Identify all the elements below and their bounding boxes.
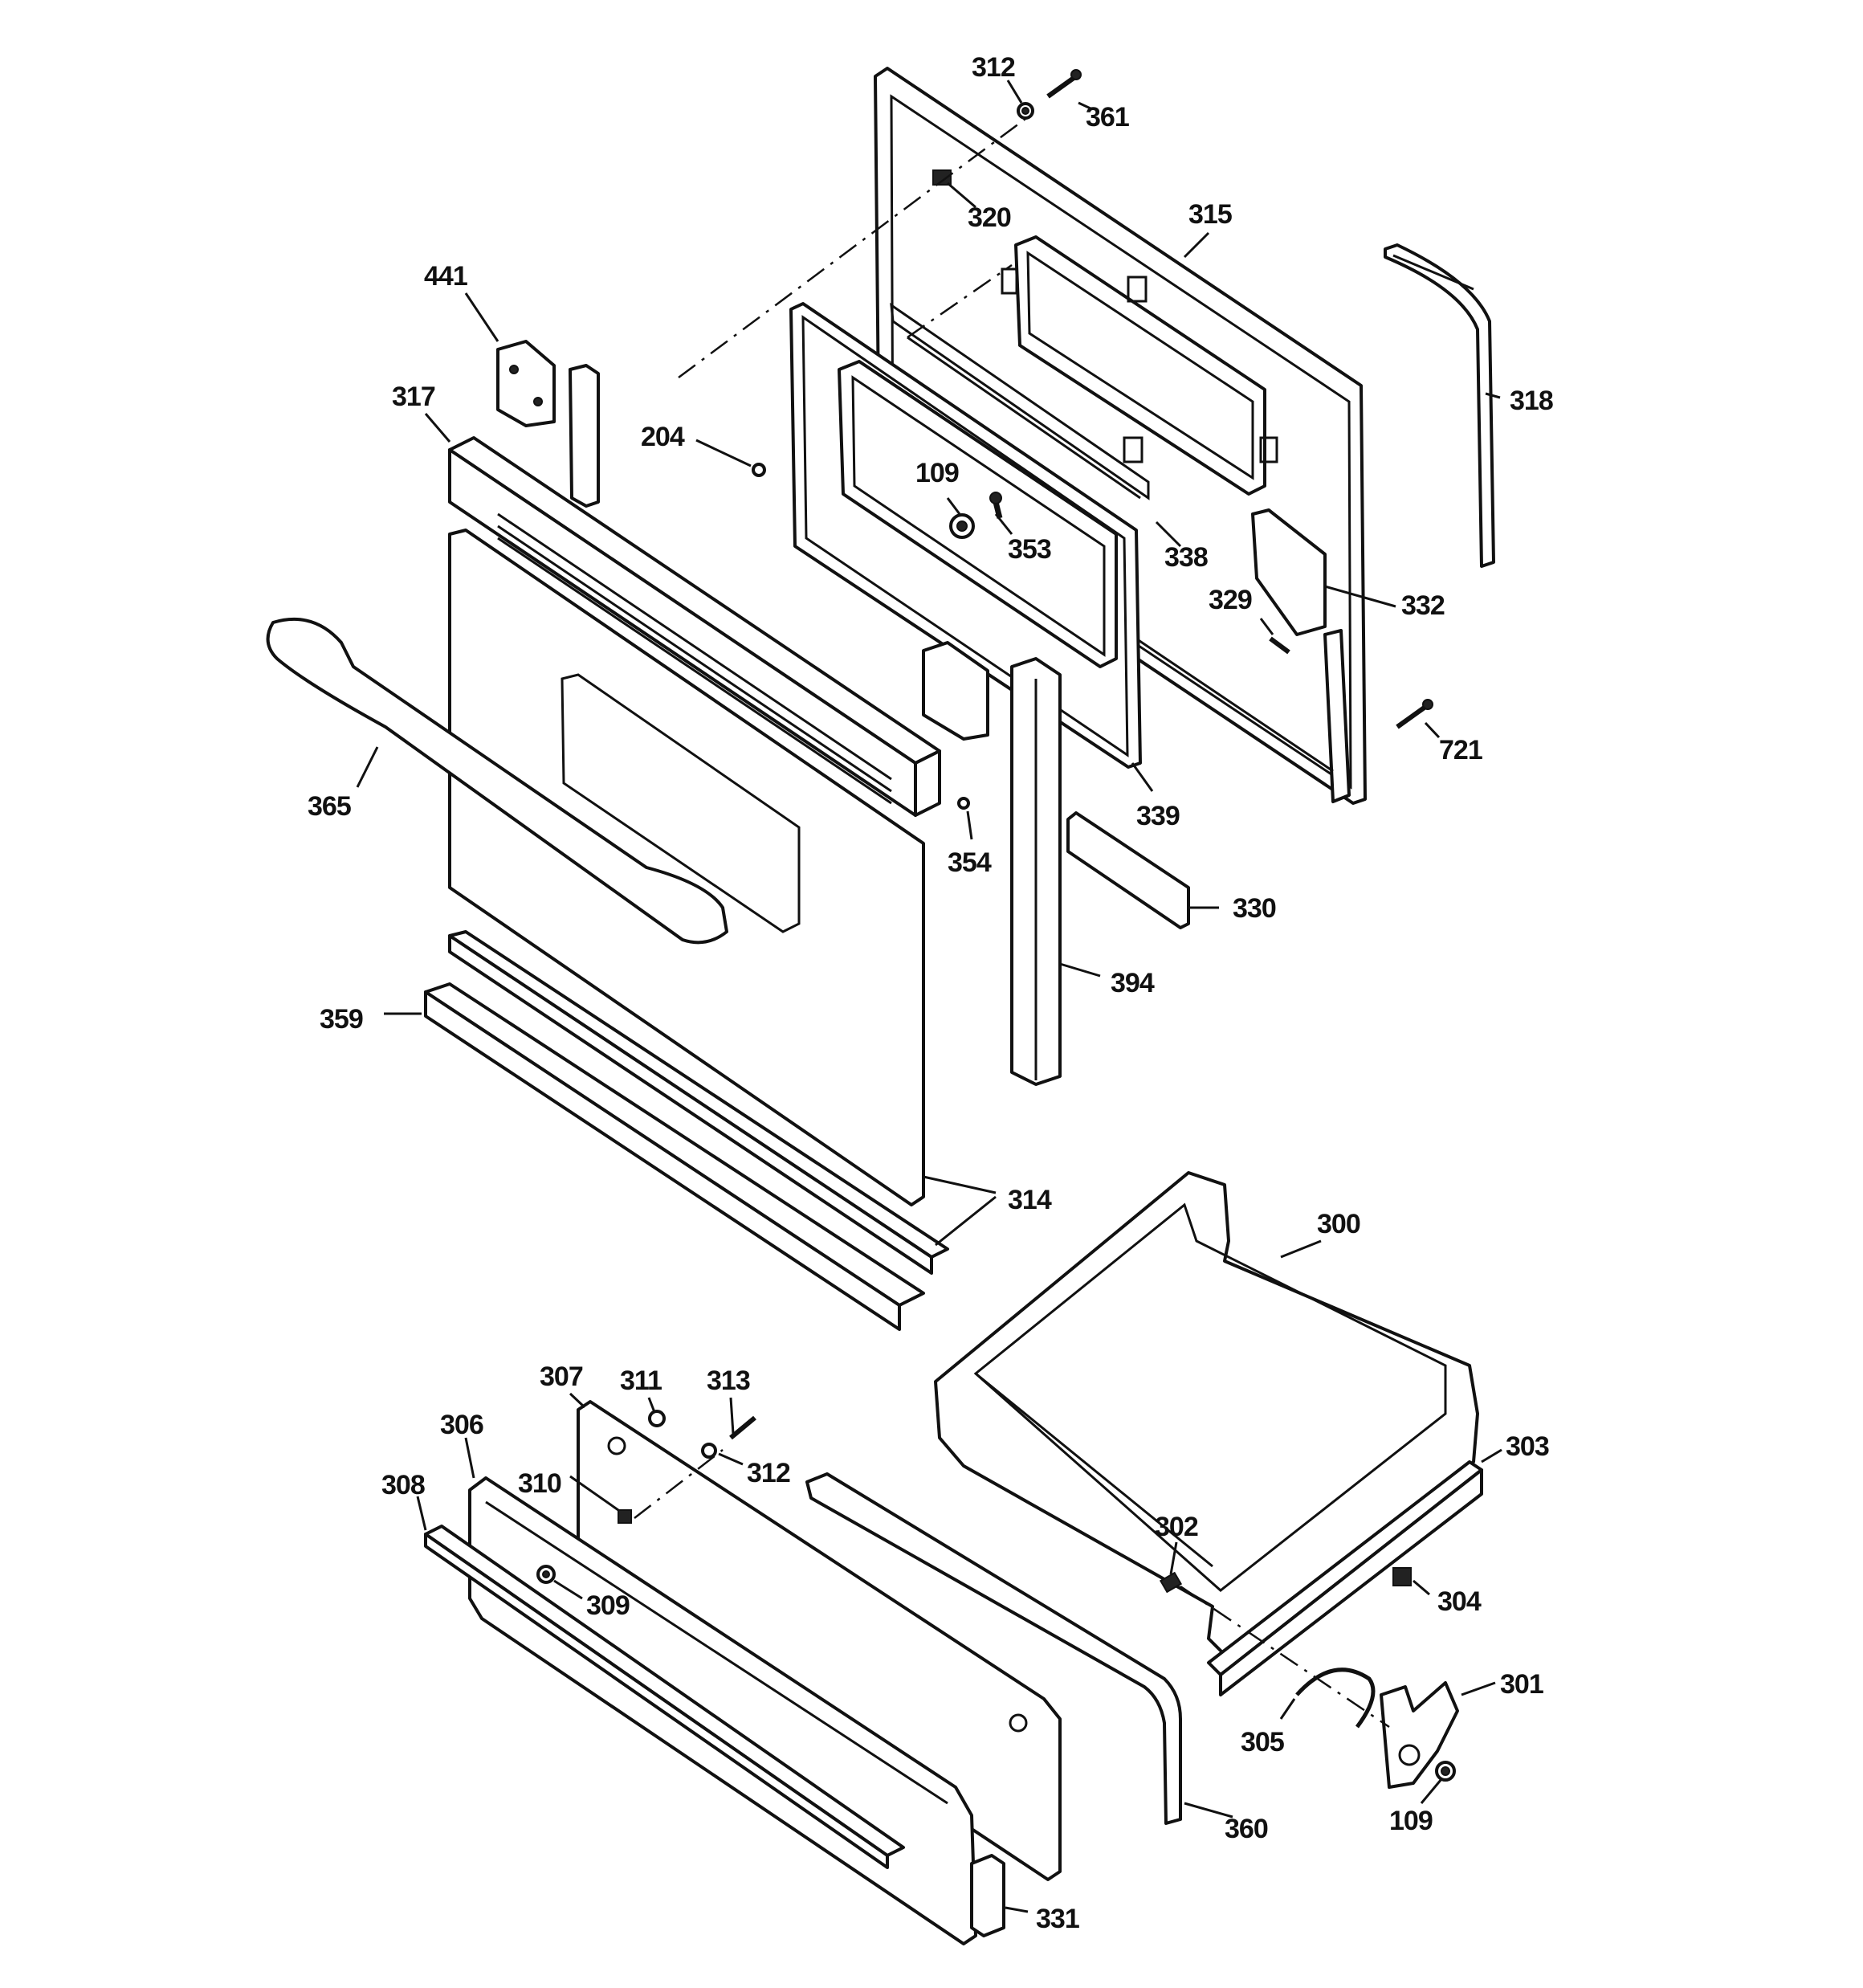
centerline bbox=[1180, 1585, 1390, 1729]
grommet-309 bbox=[536, 1565, 556, 1584]
side-trim-394 bbox=[1010, 657, 1062, 1086]
drawer-body-300 bbox=[934, 1171, 1479, 1656]
callout-311: 311 bbox=[620, 1365, 662, 1396]
callout-320: 320 bbox=[968, 202, 1011, 233]
vent-strip bbox=[569, 364, 600, 508]
callout-313: 313 bbox=[707, 1365, 750, 1396]
callout-300: 300 bbox=[1317, 1209, 1360, 1239]
screw-329 bbox=[1269, 636, 1290, 655]
callout-360: 360 bbox=[1225, 1814, 1268, 1844]
strip-330 bbox=[1066, 811, 1190, 929]
drawer-gasket-360 bbox=[805, 1472, 1182, 1825]
bottom-channel-314 bbox=[448, 930, 949, 1275]
callout-329: 329 bbox=[1209, 585, 1252, 615]
callout-315: 315 bbox=[1188, 199, 1232, 230]
screw-353 bbox=[989, 492, 1003, 519]
door-handle-365 bbox=[266, 617, 728, 945]
callout-317: 317 bbox=[392, 382, 435, 412]
bracket-301 bbox=[1380, 1681, 1459, 1789]
screw-313 bbox=[729, 1415, 756, 1440]
door-trim-317 bbox=[448, 436, 941, 817]
drawer-trim-308 bbox=[424, 1525, 905, 1869]
callout-361: 361 bbox=[1086, 102, 1129, 133]
clip-320 bbox=[932, 169, 952, 186]
outer-door-panel-315 bbox=[874, 67, 1367, 805]
gasket-318 bbox=[1384, 243, 1495, 568]
callout-301: 301 bbox=[1500, 1669, 1543, 1700]
callout-359: 359 bbox=[320, 1004, 363, 1035]
centerline bbox=[634, 1449, 724, 1519]
callout-306: 306 bbox=[440, 1410, 483, 1440]
callout-312-top: 312 bbox=[972, 52, 1015, 83]
clip-310 bbox=[618, 1509, 632, 1524]
callout-109-lower: 109 bbox=[1389, 1806, 1433, 1836]
callout-314: 314 bbox=[1008, 1185, 1052, 1215]
callout-721: 721 bbox=[1439, 735, 1482, 765]
callout-331: 331 bbox=[1036, 1904, 1079, 1934]
roller-304 bbox=[1392, 1567, 1412, 1586]
screw-354 bbox=[957, 797, 970, 810]
callout-353: 353 bbox=[1008, 534, 1051, 565]
callout-338: 338 bbox=[1164, 542, 1208, 573]
callout-330: 330 bbox=[1233, 893, 1276, 924]
nut-311 bbox=[648, 1410, 666, 1427]
bumper-109-upper bbox=[949, 513, 975, 539]
callout-394: 394 bbox=[1111, 968, 1155, 998]
callout-307: 307 bbox=[540, 1361, 583, 1392]
drawer-rail-303 bbox=[1207, 1460, 1483, 1696]
callout-441: 441 bbox=[424, 261, 467, 292]
bumper-109-lower bbox=[1435, 1761, 1456, 1782]
callout-304: 304 bbox=[1437, 1586, 1482, 1617]
callout-332: 332 bbox=[1401, 590, 1445, 621]
callout-365: 365 bbox=[308, 791, 351, 822]
washer-312-lower bbox=[701, 1443, 717, 1459]
callout-305: 305 bbox=[1241, 1727, 1284, 1757]
callout-109-upper: 109 bbox=[915, 458, 959, 488]
screw-361 bbox=[1046, 69, 1082, 99]
callout-309: 309 bbox=[586, 1590, 630, 1621]
leader-lines bbox=[356, 80, 1502, 1913]
callout-303: 303 bbox=[1506, 1431, 1549, 1462]
callout-339: 339 bbox=[1136, 801, 1180, 831]
hinge-bracket-441 bbox=[496, 340, 556, 427]
screw-721 bbox=[1396, 699, 1433, 729]
hinge-bracket bbox=[922, 641, 989, 741]
nut-312-top bbox=[1017, 102, 1034, 120]
bracket-331 bbox=[970, 1854, 1005, 1937]
ring-305 bbox=[1295, 1668, 1376, 1729]
outer-door-front bbox=[448, 529, 925, 1206]
callout-302: 302 bbox=[1155, 1512, 1198, 1542]
pin-302 bbox=[1159, 1571, 1183, 1594]
callout-312-lower: 312 bbox=[747, 1458, 790, 1488]
callout-310: 310 bbox=[518, 1468, 561, 1499]
callout-354: 354 bbox=[948, 847, 992, 878]
callout-308: 308 bbox=[381, 1470, 425, 1500]
insulation-332 bbox=[1251, 508, 1327, 636]
centerline bbox=[678, 112, 1033, 379]
bottom-trim-359 bbox=[424, 982, 925, 1331]
callout-204: 204 bbox=[641, 422, 685, 452]
callout-labels: 312 361 320 315 441 318 317 204 109 353 … bbox=[308, 52, 1554, 1934]
callout-318: 318 bbox=[1510, 386, 1553, 416]
glass-338 bbox=[890, 302, 1150, 500]
screw-204 bbox=[752, 463, 766, 477]
